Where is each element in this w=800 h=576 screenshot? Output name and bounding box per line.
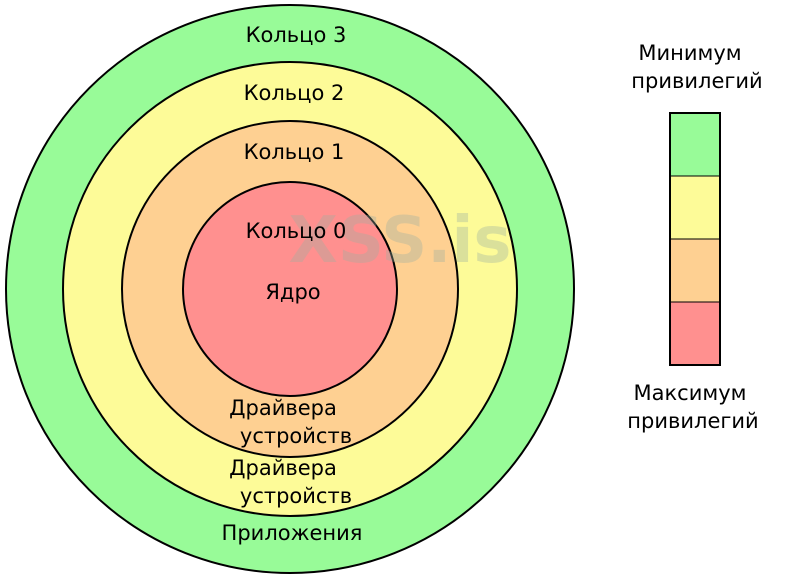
kernel-label: Ядро <box>265 280 320 304</box>
ring-2-title: Кольцо 2 <box>244 81 345 105</box>
rings-group <box>5 4 575 574</box>
legend-bottom-line1: Максимум <box>634 381 747 405</box>
legend-bottom-line2: привилегий <box>627 409 758 433</box>
ring-2-content-line2: устройств <box>240 484 352 508</box>
privilege-legend: Минимум привилегий Максимум привилегий <box>627 41 762 433</box>
ring-1-content-line2: устройств <box>240 424 352 448</box>
ring-0-circle <box>182 181 398 397</box>
legend-top-line1: Минимум <box>638 41 741 65</box>
legend-bar-outline <box>669 112 721 366</box>
ring-1-title: Кольцо 1 <box>244 140 345 164</box>
legend-top-line2: привилегий <box>631 69 762 93</box>
ring-3-content: Приложения <box>222 521 363 545</box>
legend-swatch-ring1 <box>669 238 721 303</box>
ring-3-title: Кольцо 3 <box>246 23 347 47</box>
legend-swatch-ring0 <box>669 301 721 366</box>
ring-2-content-line1: Драйвера <box>229 456 337 480</box>
ring-1-content-line1: Драйвера <box>229 396 337 420</box>
ring-0-title: Кольцо 0 <box>246 219 347 243</box>
legend-swatch-ring3 <box>669 112 721 177</box>
legend-swatch-ring2 <box>669 175 721 240</box>
watermark-text: XSS.is <box>289 204 512 278</box>
